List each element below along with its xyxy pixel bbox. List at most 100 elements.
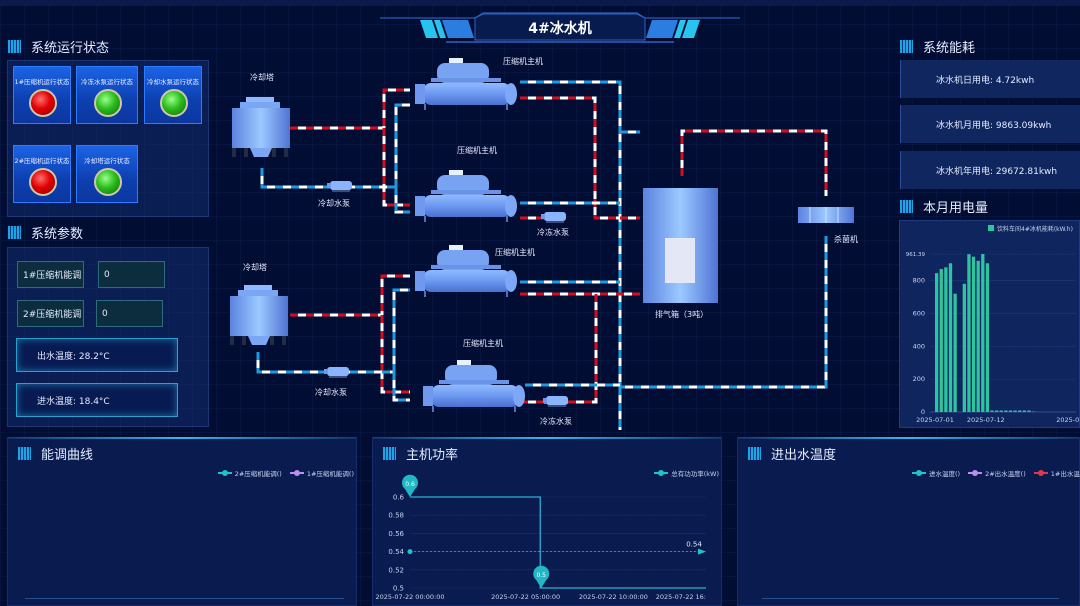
- compressor-icon: [415, 58, 517, 110]
- label-cooling-tower-2: 冷却塔: [243, 263, 267, 272]
- legend-item[interactable]: 1#出水温度(): [1033, 468, 1080, 478]
- legend-marker-icon: [217, 469, 232, 476]
- compressor-icon: [415, 245, 517, 297]
- hot-pipe: [520, 96, 620, 220]
- panel-glow-line: [373, 437, 721, 439]
- status-card-cooling-pump[interactable]: 冷却水泵运行状态: [144, 66, 202, 124]
- legend-marker-icon: [1033, 469, 1048, 476]
- status-card-label: 冷却塔运行状态: [84, 157, 130, 165]
- bar: [944, 267, 948, 412]
- label-chilled-pump-2: 冷冻水泵: [540, 417, 572, 426]
- section-bars-icon: [748, 447, 761, 460]
- bar: [939, 269, 943, 412]
- label-compressor-1: 压缩机主机: [503, 57, 543, 66]
- power-section-title: 主机功率: [406, 448, 459, 463]
- status-lamp-green-icon: [160, 89, 188, 117]
- param-value-compressor-1[interactable]: 0: [98, 261, 165, 288]
- bar: [971, 256, 976, 412]
- monthly-energy-card: 冰水机月用电: 9863.09kwh: [900, 105, 1080, 143]
- panel-glow-line: [8, 437, 356, 439]
- pin-shape-icon: [402, 474, 418, 497]
- temp-legend: 进水温度() 2#出水温度() 1#出水温度(): [912, 468, 1080, 478]
- y-tick-label: 0.5: [393, 585, 404, 593]
- monthly-section-header: 本月用电量: [900, 197, 988, 216]
- label-chilled-pump-1: 冷冻水泵: [537, 228, 569, 237]
- y-tick-label: 0.58: [388, 512, 404, 520]
- compressor-icon: [423, 360, 525, 412]
- x-tick-label: 2025-07-22 00:00:00: [375, 593, 444, 601]
- status-panel: 1#压缩机运行状态 冷冻水泵运行状态 冷却水泵运行状态 2#压缩机运行状态 冷却…: [7, 60, 209, 217]
- top-bar: [0, 0, 1080, 6]
- chilled-pump-icon: [541, 212, 566, 223]
- mark-line-start-dot: [407, 549, 413, 555]
- bar: [995, 410, 999, 412]
- params-section-header: 系统参数: [8, 223, 83, 242]
- y-tick-label: 400: [913, 342, 925, 350]
- mark-point-pin: 0.5: [533, 565, 550, 588]
- capacity-curve-panel: 能调曲线 2#压缩机能调() 1#压缩机能调(): [7, 437, 357, 606]
- status-card-chilled-pump[interactable]: 冷冻水泵运行状态: [76, 66, 138, 124]
- power-series-line: [410, 496, 706, 589]
- bar: [999, 410, 1003, 412]
- label-cooling-pump-1: 冷却水泵: [318, 199, 350, 208]
- hot-pipe: [290, 88, 410, 130]
- legend-swatch-icon: [988, 225, 994, 231]
- status-lamp-green-icon: [94, 89, 122, 117]
- section-bars-icon: [18, 447, 31, 460]
- param-value-compressor-2[interactable]: 0: [96, 300, 163, 327]
- y-tick-label: 200: [913, 375, 925, 383]
- daily-energy-card: 冰水机日用电: 4.72kwh: [900, 60, 1080, 98]
- status-card-cooling-tower[interactable]: 冷却塔运行状态: [76, 145, 138, 203]
- cooling-pump-icon: [327, 181, 352, 192]
- power-section-header: 主机功率: [383, 444, 458, 463]
- legend-label: 2#出水温度(): [985, 470, 1026, 478]
- bar: [948, 263, 953, 412]
- section-bars-icon: [900, 200, 913, 213]
- cold-pipe: [392, 288, 410, 372]
- section-bars-icon: [900, 40, 913, 53]
- host-power-line-chart: 0.50.520.540.560.580.60.540.60.52025-07-…: [375, 474, 706, 601]
- bar: [967, 254, 971, 412]
- param-label-compressor-2: 2#压缩机能调: [17, 300, 84, 327]
- pipe-network: [256, 80, 828, 430]
- legend-item[interactable]: 总有功功率(kW): [654, 468, 719, 478]
- status-card-label: 1#压缩机运行状态: [14, 78, 70, 86]
- chilled-pump-icon: [543, 396, 568, 407]
- mark-point-label: 0.6: [405, 481, 415, 488]
- status-card-compressor-2[interactable]: 2#压缩机运行状态: [13, 145, 71, 203]
- legend-item[interactable]: 进水温度(): [912, 468, 960, 478]
- bar: [1008, 410, 1013, 412]
- capacity-section-title: 能调曲线: [41, 448, 94, 463]
- y-tick-label: 600: [913, 309, 925, 317]
- x-tick-label: 2025-07-: [1056, 416, 1080, 424]
- legend-marker-icon: [654, 469, 669, 476]
- capacity-section-header: 能调曲线: [18, 444, 93, 463]
- hot-pipe: [380, 315, 410, 394]
- cooling-tower-icon: [232, 97, 290, 157]
- legend-item[interactable]: 2#出水温度(): [968, 468, 1026, 478]
- y-tick-label: 0.52: [388, 566, 404, 574]
- exhaust-tank-icon: [643, 188, 718, 303]
- status-lamp-green-icon: [94, 168, 122, 196]
- yearly-energy-card: 冰水机年用电: 29672.81kwh: [900, 151, 1080, 189]
- param-label-compressor-1: 1#压缩机能调: [17, 261, 84, 288]
- capacity-legend: 2#压缩机能调() 1#压缩机能调(): [217, 468, 354, 478]
- inlet-temp-display: 进水温度: 18.4°C: [16, 383, 178, 417]
- cold-pipe: [394, 103, 410, 187]
- y-tick-label: 800: [913, 277, 925, 285]
- section-bars-icon: [8, 226, 21, 239]
- y-tick-label: 0.6: [393, 494, 405, 502]
- legend-item[interactable]: 2#压缩机能调(): [217, 468, 282, 478]
- y-tick-label: 0.56: [388, 530, 404, 538]
- status-card-compressor-1[interactable]: 1#压缩机运行状态: [13, 66, 71, 124]
- bar: [990, 410, 994, 412]
- bar: [1027, 410, 1031, 412]
- bar: [985, 263, 990, 412]
- legend-item[interactable]: 1#压缩机能调(): [289, 468, 354, 478]
- monthly-section-title: 本月用电量: [923, 201, 989, 216]
- status-lamp-red-icon: [29, 89, 57, 117]
- bar: [1013, 410, 1017, 412]
- cold-pipe: [620, 236, 828, 389]
- temp-section-header: 进出水温度: [748, 444, 836, 463]
